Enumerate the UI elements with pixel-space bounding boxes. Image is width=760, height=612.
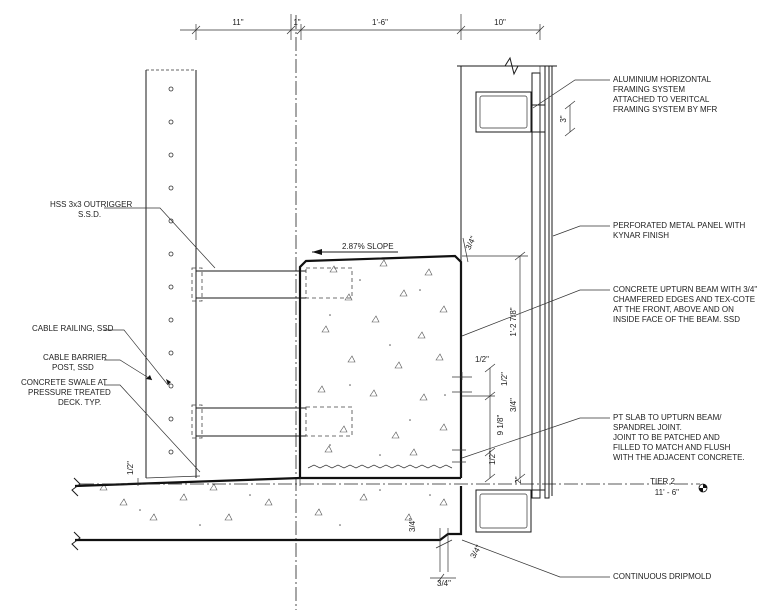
cable-holes — [168, 86, 174, 455]
concrete-hatch — [99, 259, 448, 526]
top-dimension-string: 11" 1" 1'-6" 10" — [180, 14, 545, 40]
dim-joint-d: 9 1/8" — [496, 415, 505, 436]
label-pt-slab-4: FILLED TO MATCH AND FLUSH — [613, 443, 731, 452]
right-callouts: ALUMINIUM HORIZONTAL FRAMING SYSTEM ATTA… — [461, 75, 757, 581]
label-aluminium-4: FRAMING SYSTEM BY MFR — [613, 105, 718, 114]
left-callouts: HSS 3x3 OUTRIGGER S.S.D. CABLE RAILING, … — [21, 200, 216, 473]
label-aluminium-2: FRAMING SYSTEM — [613, 85, 685, 94]
label-swale-2: PRESSURE TREATED — [28, 388, 111, 397]
label-upturn-4: INSIDE FACE OF THE BEAM. SSD — [613, 315, 740, 324]
slope-label: 2.87% SLOPE — [342, 242, 394, 251]
dim-joint-b: 1/2" — [500, 372, 509, 386]
label-upturn-3: AT THE FRONT, ABOVE AND ON — [613, 305, 734, 314]
label-pt-slab-2: SPANDREL JOINT. — [613, 423, 682, 432]
tier-level-line: TIER 2 11' - 6" — [80, 477, 708, 497]
label-pt-slab-5: WITH THE ADJACENT CONCRETE. — [613, 453, 745, 462]
dim-11in: 11" — [232, 18, 243, 27]
dim-drip-b: 3/4" — [468, 543, 483, 560]
dim-joint-a: 1/2" — [475, 355, 489, 364]
label-hss-1: HSS 3x3 OUTRIGGER — [50, 200, 132, 209]
side-dimensions: 3" 1'-2 7/8" 3/4" 1/2" 1/2" 3/4" 9 1/8" … — [126, 100, 576, 588]
dim-10in: 10" — [494, 18, 506, 27]
label-panel-1: PERFORATED METAL PANEL WITH — [613, 221, 746, 230]
label-dripmold: CONTINUOUS DRIPMOLD — [613, 572, 711, 581]
label-hss-2: S.S.D. — [78, 210, 101, 219]
tier-elevation: 11' - 6" — [655, 488, 679, 497]
label-cable-barrier-2: POST, SSD — [52, 363, 94, 372]
dim-joint-f: 2" — [514, 476, 523, 483]
cable-railing-post — [145, 69, 197, 478]
dim-drip-a: 3/4" — [408, 518, 417, 532]
dim-joint-c: 3/4" — [509, 398, 518, 412]
dim-beam-height: 1'-2 7/8" — [509, 307, 518, 336]
dim-1ft6in: 1'-6" — [372, 18, 388, 27]
dim-1in: 1" — [293, 18, 300, 27]
label-swale-3: DECK. TYP. — [58, 398, 101, 407]
dim-joint-e: 1/2" — [488, 451, 497, 465]
dim-swale: 1/2" — [126, 461, 135, 475]
label-upturn-2: CHAMFERED EDGES AND TEX-COTE — [613, 295, 755, 304]
label-aluminium-3: ATTACHED TO VERITCAL — [613, 95, 710, 104]
label-cable-railing: CABLE RAILING, SSD — [32, 324, 114, 333]
hss-outriggers — [191, 267, 353, 439]
label-swale-1: CONCRETE SWALE AT — [21, 378, 107, 387]
slope-indicator: 2.87% SLOPE — [312, 242, 398, 255]
tier-name: TIER 2 — [650, 477, 675, 486]
label-panel-2: KYNAR FINISH — [613, 231, 669, 240]
label-cable-barrier-1: CABLE BARRIER — [43, 353, 107, 362]
aluminium-framing — [457, 56, 557, 533]
upturn-beam — [298, 254, 463, 478]
label-aluminium-1: ALUMINIUM HORIZONTAL — [613, 75, 712, 84]
dim-3in: 3" — [559, 115, 568, 122]
dim-chamfer-top: 3/4" — [464, 235, 478, 252]
label-pt-slab-1: PT SLAB TO UPTURN BEAM/ — [613, 413, 722, 422]
label-upturn-1: CONCRETE UPTURN BEAM WITH 3/4" — [613, 285, 757, 294]
dim-drip-c: 3/4" — [437, 579, 451, 588]
pt-slab — [71, 475, 463, 551]
label-pt-slab-3: JOINT TO BE PATCHED AND — [613, 433, 720, 442]
